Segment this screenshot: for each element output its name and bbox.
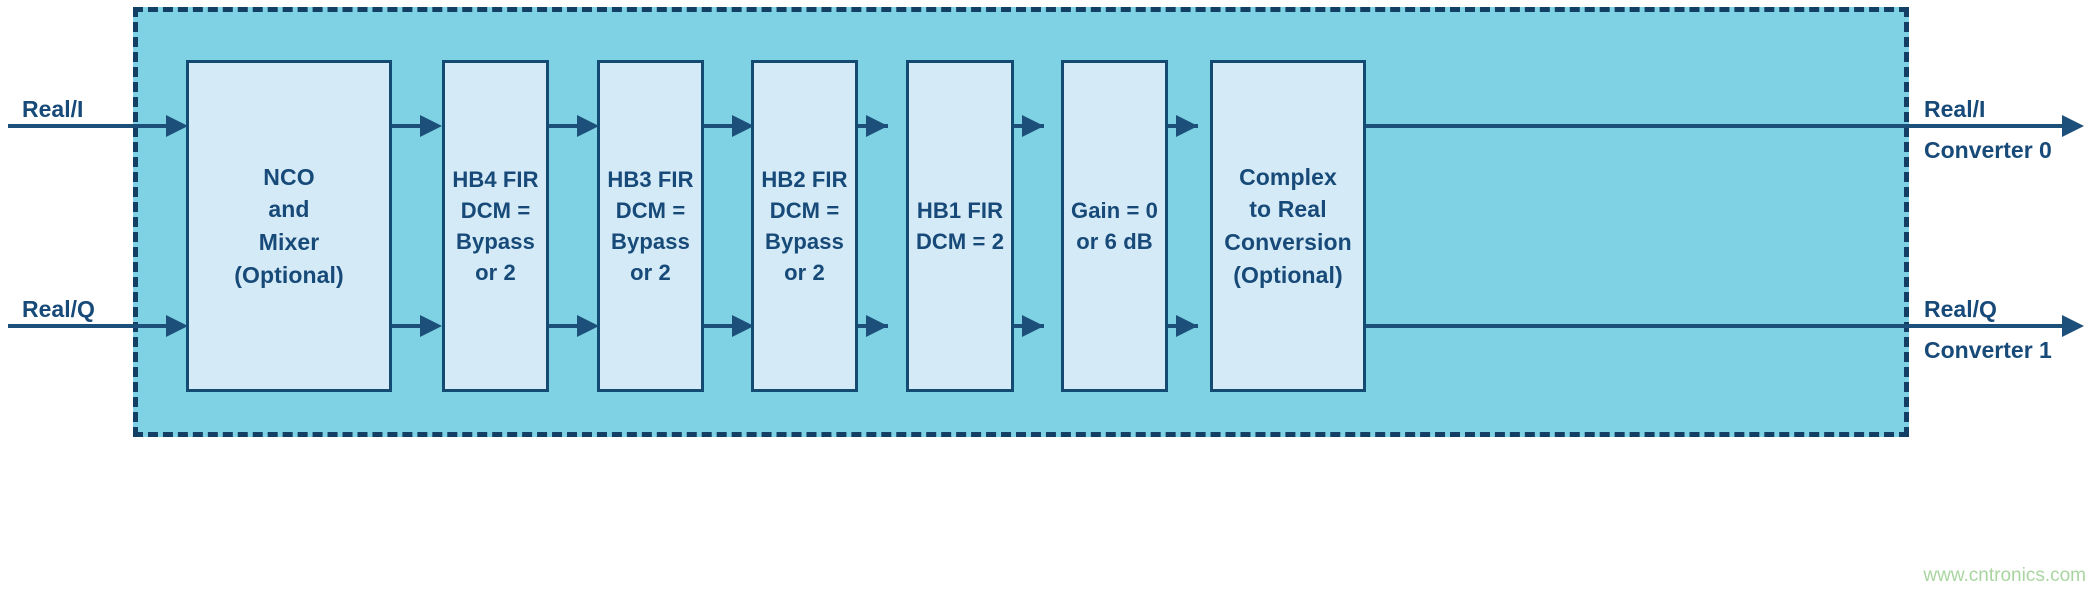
block-hb4-label: HB4 FIR DCM = Bypass or 2 bbox=[452, 166, 539, 286]
wire-hb4-to-hb3-q bbox=[549, 324, 579, 328]
input-wire-real-q bbox=[8, 324, 168, 328]
input-arrow-real-q bbox=[166, 315, 188, 337]
output-wire-real-q bbox=[1366, 324, 2066, 328]
output-arrow-real-i bbox=[2062, 115, 2084, 137]
output-arrow-real-q bbox=[2062, 315, 2084, 337]
input-label-real-i: Real/I bbox=[22, 96, 84, 122]
block-ctr-label: Complex to Real Conversion (Optional) bbox=[1224, 163, 1352, 288]
arrow-gain-to-ctr-q bbox=[1176, 315, 1198, 337]
block-gain[interactable]: Gain = 0 or 6 dB bbox=[1061, 60, 1168, 392]
input-label-real-q: Real/Q bbox=[22, 296, 95, 322]
output-label-real-q: Real/Q bbox=[1924, 296, 1997, 322]
block-nco-and-mixer[interactable]: NCO and Mixer (Optional) bbox=[186, 60, 392, 392]
block-hb3-fir[interactable]: HB3 FIR DCM = Bypass or 2 bbox=[597, 60, 704, 392]
output-label-real-i: Real/I bbox=[1924, 96, 1986, 122]
block-hb1-label: HB1 FIR DCM = 2 bbox=[915, 197, 1005, 254]
arrow-nco-to-hb4-q bbox=[420, 315, 442, 337]
block-hb3-label: HB3 FIR DCM = Bypass or 2 bbox=[607, 166, 694, 286]
wire-nco-to-hb4-i bbox=[392, 124, 422, 128]
wire-hb4-to-hb3-i bbox=[549, 124, 579, 128]
block-hb2-fir[interactable]: HB2 FIR DCM = Bypass or 2 bbox=[751, 60, 858, 392]
arrow-hb4-to-hb3-q bbox=[577, 315, 599, 337]
arrow-hb2-to-hb1-i bbox=[866, 115, 888, 137]
block-gain-label: Gain = 0 or 6 dB bbox=[1070, 197, 1158, 254]
wire-hb3-to-hb2-q bbox=[704, 324, 734, 328]
arrow-hb1-to-gain-i bbox=[1022, 115, 1044, 137]
block-hb2-label: HB2 FIR DCM = Bypass or 2 bbox=[761, 166, 848, 286]
arrow-gain-to-ctr-i bbox=[1176, 115, 1198, 137]
output-label-converter-0: Converter 0 bbox=[1924, 137, 2052, 163]
block-complex-to-real-conversion[interactable]: Complex to Real Conversion (Optional) bbox=[1210, 60, 1366, 392]
wire-hb3-to-hb2-i bbox=[704, 124, 734, 128]
output-wire-real-i bbox=[1366, 124, 2066, 128]
arrow-hb1-to-gain-q bbox=[1022, 315, 1044, 337]
input-arrow-real-i bbox=[166, 115, 188, 137]
arrow-nco-to-hb4-i bbox=[420, 115, 442, 137]
arrow-hb3-to-hb2-i bbox=[732, 115, 754, 137]
block-hb1-fir[interactable]: HB1 FIR DCM = 2 bbox=[906, 60, 1014, 392]
block-nco-label: NCO and Mixer (Optional) bbox=[234, 163, 344, 288]
input-wire-real-i bbox=[8, 124, 168, 128]
arrow-hb2-to-hb1-q bbox=[866, 315, 888, 337]
arrow-hb3-to-hb2-q bbox=[732, 315, 754, 337]
wire-nco-to-hb4-q bbox=[392, 324, 422, 328]
output-label-converter-1: Converter 1 bbox=[1924, 337, 2052, 363]
arrow-hb4-to-hb3-i bbox=[577, 115, 599, 137]
watermark: www.cntronics.com bbox=[1923, 565, 2086, 586]
chip-boundary-region bbox=[133, 7, 1909, 437]
block-hb4-fir[interactable]: HB4 FIR DCM = Bypass or 2 bbox=[442, 60, 549, 392]
